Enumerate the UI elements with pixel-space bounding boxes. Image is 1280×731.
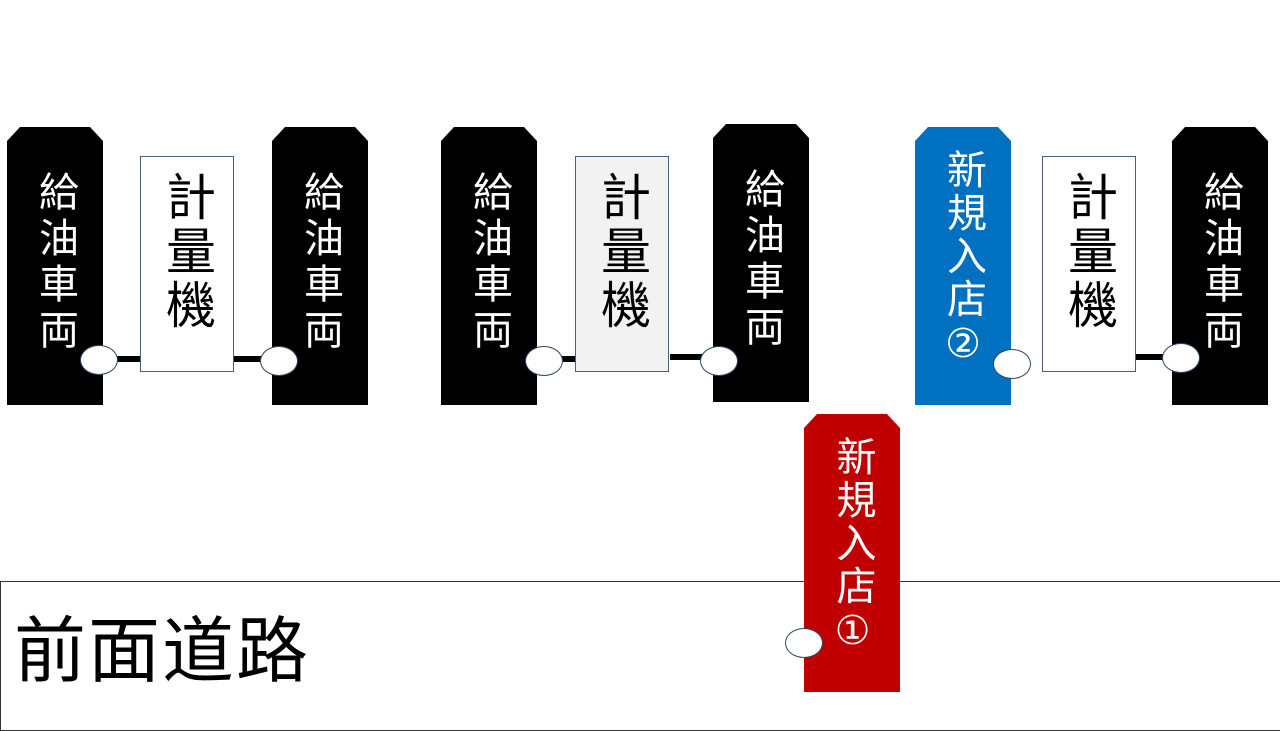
fuel-dispenser-label: 計量機 bbox=[1060, 171, 1118, 333]
hose-nozzle bbox=[700, 346, 738, 376]
fuel-dispenser: 計量機 bbox=[140, 156, 234, 372]
fuel-dispenser: 計量機 bbox=[1042, 156, 1136, 372]
fueling-vehicle: 給油車両 bbox=[7, 127, 103, 405]
fuel-dispenser: 計量機 bbox=[575, 156, 669, 372]
hose-nozzle bbox=[785, 628, 823, 658]
fueling-vehicle-label: 給油車両 bbox=[466, 171, 512, 355]
hose-nozzle bbox=[993, 349, 1031, 379]
front-road-label: 前面道路 bbox=[14, 609, 311, 693]
hose-line bbox=[670, 354, 720, 360]
new-entry-vehicle-1: 新規入店① bbox=[804, 414, 900, 692]
fuel-dispenser-label: 計量機 bbox=[158, 171, 216, 333]
hose-nozzle bbox=[80, 345, 118, 375]
hose-nozzle bbox=[1162, 343, 1200, 373]
fueling-vehicle-label: 給油車両 bbox=[738, 168, 784, 352]
hose-nozzle bbox=[525, 346, 563, 376]
fueling-vehicle-label: 給油車両 bbox=[297, 171, 343, 355]
hose-nozzle bbox=[260, 346, 298, 376]
fueling-vehicle-label: 給油車両 bbox=[32, 171, 78, 355]
fuel-dispenser-label: 計量機 bbox=[593, 171, 651, 333]
fueling-vehicle-label: 給油車両 bbox=[1197, 171, 1243, 355]
new-entry-vehicle-2-label: 新規入店② bbox=[940, 149, 986, 370]
new-entry-vehicle-1-label: 新規入店① bbox=[829, 436, 876, 657]
hose-line bbox=[1135, 354, 1185, 360]
fueling-vehicle: 給油車両 bbox=[441, 127, 537, 405]
fueling-vehicle: 給油車両 bbox=[1172, 127, 1268, 405]
front-road-area bbox=[0, 581, 1280, 731]
